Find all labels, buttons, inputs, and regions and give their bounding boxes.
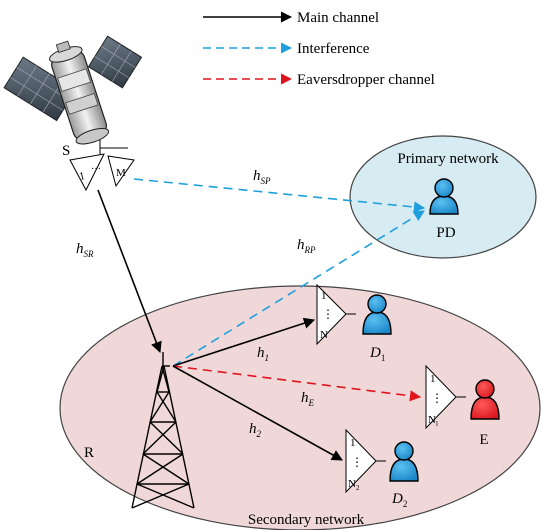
channel-h2-line — [172, 365, 343, 461]
channel-h1-label: h1 — [257, 345, 269, 363]
d2-antenna-vdots: ⋮ — [351, 455, 363, 469]
channel-h2-label: h2 — [249, 421, 262, 439]
e-user-icon — [470, 379, 500, 420]
channel-he-line — [172, 365, 422, 402]
d1-antenna-1: 1 — [321, 290, 327, 302]
d1-antenna-n: N — [320, 329, 328, 341]
channel-sp-label: hSP — [253, 168, 271, 186]
legend-interference-label: Interference — [297, 41, 370, 57]
e-label: E — [479, 432, 488, 448]
d2-antenna-n: N2 — [348, 478, 360, 492]
legend-eavesdropper-label: Eaversdropper channel — [297, 72, 435, 88]
d2-antenna-1: 1 — [350, 437, 356, 449]
channel-sp-line — [133, 178, 426, 213]
pd-user-icon — [429, 178, 459, 215]
legend: Main channel Interference Eaversdropper … — [203, 10, 435, 88]
legend-main-label: Main channel — [297, 10, 379, 26]
sat-antenna-1: 1 — [78, 170, 86, 183]
relay-tower — [131, 352, 195, 509]
satellite-antenna-array: 1 ··· M — [69, 140, 135, 192]
primary-network-label: Primary network — [397, 151, 499, 167]
d1-antenna-array: 1 ⋮ N — [316, 283, 356, 346]
secondary-network-region — [59, 285, 541, 530]
channel-he-label: hE — [301, 390, 315, 408]
d2-user-icon — [389, 441, 419, 482]
channel-sr-line — [97, 189, 162, 354]
channel-sr-label: hSR — [76, 241, 94, 259]
d2-antenna-array: 1 ⋮ N2 — [345, 428, 386, 494]
channel-rp-line — [172, 210, 425, 367]
satellite: S — [3, 35, 143, 159]
e-antenna-vdots: ⋮ — [431, 391, 443, 405]
channel-rp-label: hRP — [297, 237, 316, 255]
relay-label: R — [84, 445, 94, 461]
pd-label: PD — [436, 225, 455, 241]
channel-h1-line — [172, 317, 316, 367]
d2-label: D2 — [391, 491, 407, 509]
e-antenna-n: Nl — [428, 414, 438, 428]
e-antenna-1: 1 — [430, 373, 436, 385]
d1-label: D1 — [369, 345, 385, 363]
d1-antenna-vdots: ⋮ — [322, 307, 334, 321]
e-antenna-array: 1 ⋮ Nl — [425, 364, 466, 430]
secondary-network-label: Secondary network — [248, 512, 365, 528]
d1-user-icon — [362, 294, 392, 335]
sat-antenna-m: M — [116, 167, 126, 179]
satellite-label: S — [62, 143, 70, 159]
sat-antenna-dots: ··· — [91, 164, 101, 175]
